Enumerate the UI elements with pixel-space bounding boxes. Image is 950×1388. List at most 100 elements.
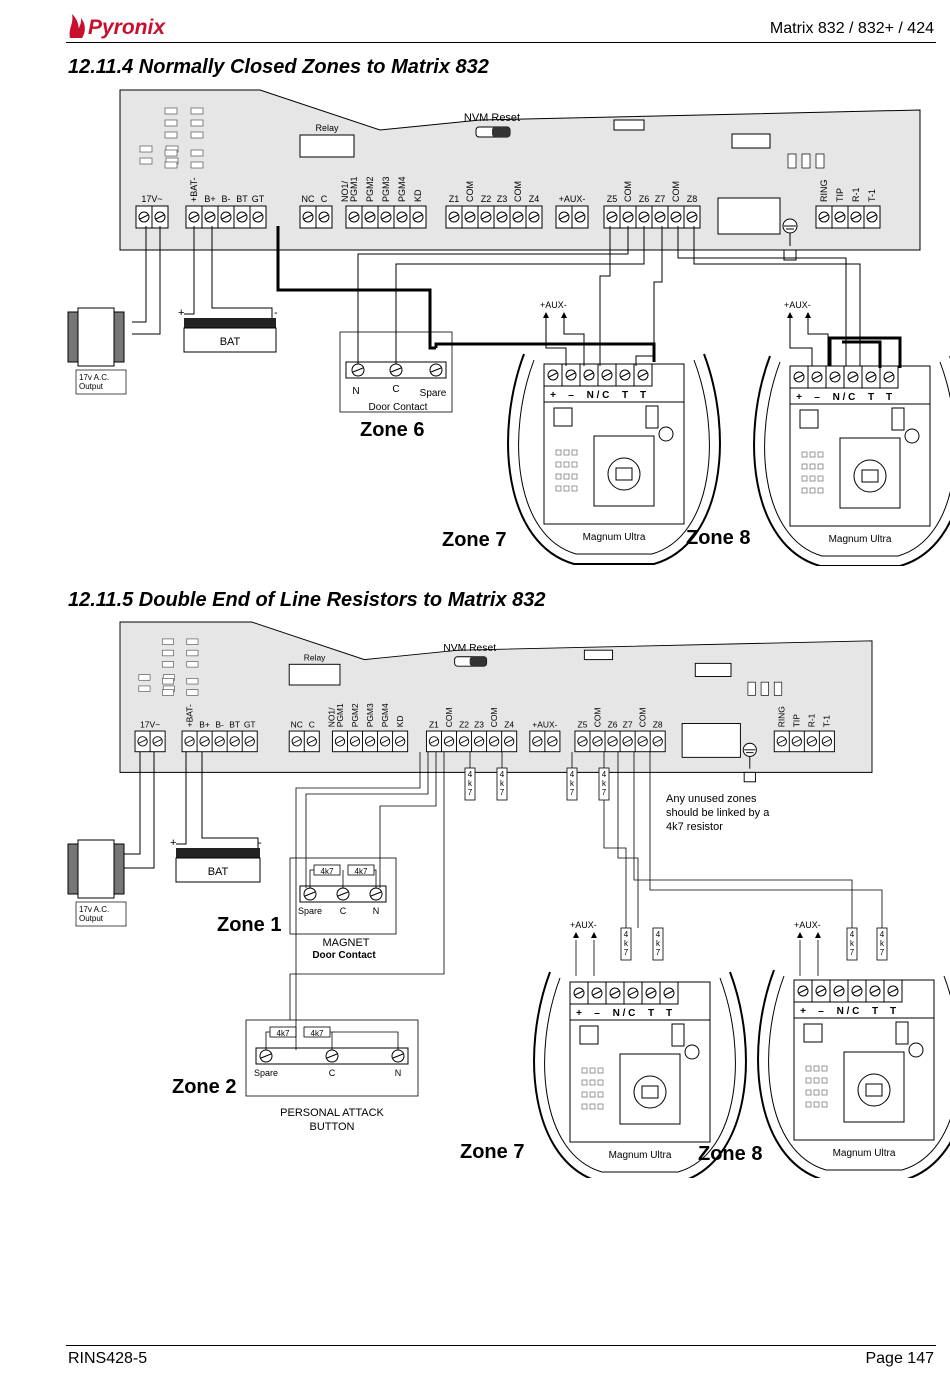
detector-terminal-label: N / C bbox=[833, 392, 856, 403]
screw-terminal bbox=[291, 736, 302, 747]
terminal-block bbox=[603, 205, 701, 229]
zone8-label: Zone 8 bbox=[698, 1143, 762, 1165]
screw-terminal bbox=[565, 369, 577, 381]
resistor-label: 4 bbox=[468, 770, 473, 779]
section-title-1: 12.11.4 Normally Closed Zones to Matrix … bbox=[68, 56, 489, 78]
screw-terminal bbox=[480, 211, 492, 223]
pcb-component bbox=[805, 1077, 812, 1084]
pcb-component bbox=[809, 487, 816, 494]
screw-terminal bbox=[547, 369, 559, 381]
screw-terminal bbox=[818, 211, 830, 223]
screw-terminal bbox=[351, 363, 365, 377]
terminal-label: PGM4 bbox=[397, 176, 407, 202]
screw-terminal bbox=[847, 371, 859, 383]
pcb-chip bbox=[613, 119, 645, 131]
terminal-label: NC bbox=[302, 194, 315, 204]
pcb-component bbox=[161, 638, 174, 645]
screw-terminal bbox=[806, 736, 818, 747]
detector-housing-inner bbox=[764, 361, 950, 557]
relay-label: Relay bbox=[304, 653, 326, 663]
terminal-label: COM bbox=[623, 181, 633, 202]
screw-terminal bbox=[609, 987, 621, 999]
resistor-label: 4k7 bbox=[277, 1029, 290, 1038]
screw-terminal bbox=[532, 736, 543, 747]
pcb-component bbox=[817, 451, 824, 458]
pcb-component bbox=[747, 681, 756, 696]
header-divider bbox=[66, 42, 936, 43]
screw-terminal bbox=[592, 736, 603, 747]
terminal-block bbox=[288, 730, 320, 753]
detector-terminal-label: T bbox=[868, 392, 874, 403]
terminal-block bbox=[569, 981, 679, 1005]
terminal-block bbox=[425, 730, 518, 753]
pcb-component bbox=[164, 161, 178, 169]
zone8-label: Zone 8 bbox=[686, 527, 750, 549]
zone1-label: Zone 1 bbox=[217, 914, 281, 936]
terminal-block bbox=[185, 205, 267, 229]
resistor-label: k bbox=[850, 939, 855, 948]
terminal-label: Z7 bbox=[655, 194, 666, 204]
pcb-component bbox=[186, 678, 199, 685]
terminal-label: Z1 bbox=[429, 719, 439, 729]
screw-terminal bbox=[670, 211, 682, 223]
resistor-label: k bbox=[880, 939, 885, 948]
resistor-lead bbox=[265, 1031, 270, 1050]
resistor-label: 7 bbox=[468, 788, 473, 797]
terminal-label: +AUX- bbox=[559, 194, 586, 204]
pcb-component bbox=[581, 1067, 588, 1074]
detector-name: Magnum Ultra bbox=[833, 1148, 896, 1159]
terminal-label: Z3 bbox=[497, 194, 508, 204]
arrow-up-icon bbox=[787, 312, 793, 318]
screw-terminal bbox=[443, 736, 455, 747]
resistor-4k7: 4k7 bbox=[496, 767, 508, 801]
screw-terminal bbox=[619, 369, 631, 381]
wire bbox=[635, 226, 663, 366]
resistor-label: 7 bbox=[656, 948, 661, 957]
screw-terminal bbox=[791, 736, 802, 747]
pcb-component bbox=[805, 1065, 812, 1072]
pcb-component bbox=[801, 153, 811, 169]
relay bbox=[288, 663, 341, 686]
wire bbox=[132, 226, 147, 323]
screw-terminal bbox=[348, 211, 360, 223]
screw-terminal bbox=[412, 211, 424, 223]
zone8-wire bbox=[828, 336, 902, 368]
screw-terminal bbox=[577, 736, 588, 747]
battery-minus: - bbox=[258, 837, 262, 849]
screw-terminal bbox=[573, 987, 585, 999]
magnet-label: MAGNET bbox=[322, 937, 369, 949]
pcb-component bbox=[563, 485, 570, 492]
relay-label: Relay bbox=[315, 123, 339, 133]
detector-terminal-label: T bbox=[890, 1006, 896, 1017]
screw-terminal bbox=[887, 985, 899, 997]
pcb-component bbox=[555, 485, 562, 492]
resistor-label: 4 bbox=[602, 770, 607, 779]
screw-terminal bbox=[686, 211, 698, 223]
pcb-component bbox=[138, 674, 151, 681]
ac-output-box bbox=[75, 369, 127, 395]
resistor-label: 4 bbox=[570, 770, 575, 779]
wire bbox=[295, 752, 421, 1050]
wire bbox=[184, 226, 195, 315]
terminal-label: COM bbox=[592, 708, 602, 728]
screw-terminal bbox=[654, 211, 666, 223]
detector-housing-inner bbox=[768, 975, 950, 1171]
brand-name: Pyronix bbox=[88, 16, 166, 39]
tamper-switch bbox=[553, 407, 573, 427]
arrow-up-icon bbox=[543, 312, 549, 318]
wire bbox=[305, 752, 429, 888]
screw-terminal bbox=[627, 987, 639, 999]
resistor-lead bbox=[330, 1031, 399, 1050]
screw-terminal bbox=[793, 371, 805, 383]
wire bbox=[124, 752, 141, 855]
battery-plus: + bbox=[170, 837, 176, 849]
screw-terminal bbox=[152, 736, 163, 747]
screw-terminal bbox=[663, 987, 675, 999]
arrow-up-icon bbox=[815, 932, 821, 938]
pcb-component bbox=[164, 131, 178, 139]
terminal-label: NO1/ bbox=[326, 707, 336, 727]
wire bbox=[693, 226, 861, 366]
